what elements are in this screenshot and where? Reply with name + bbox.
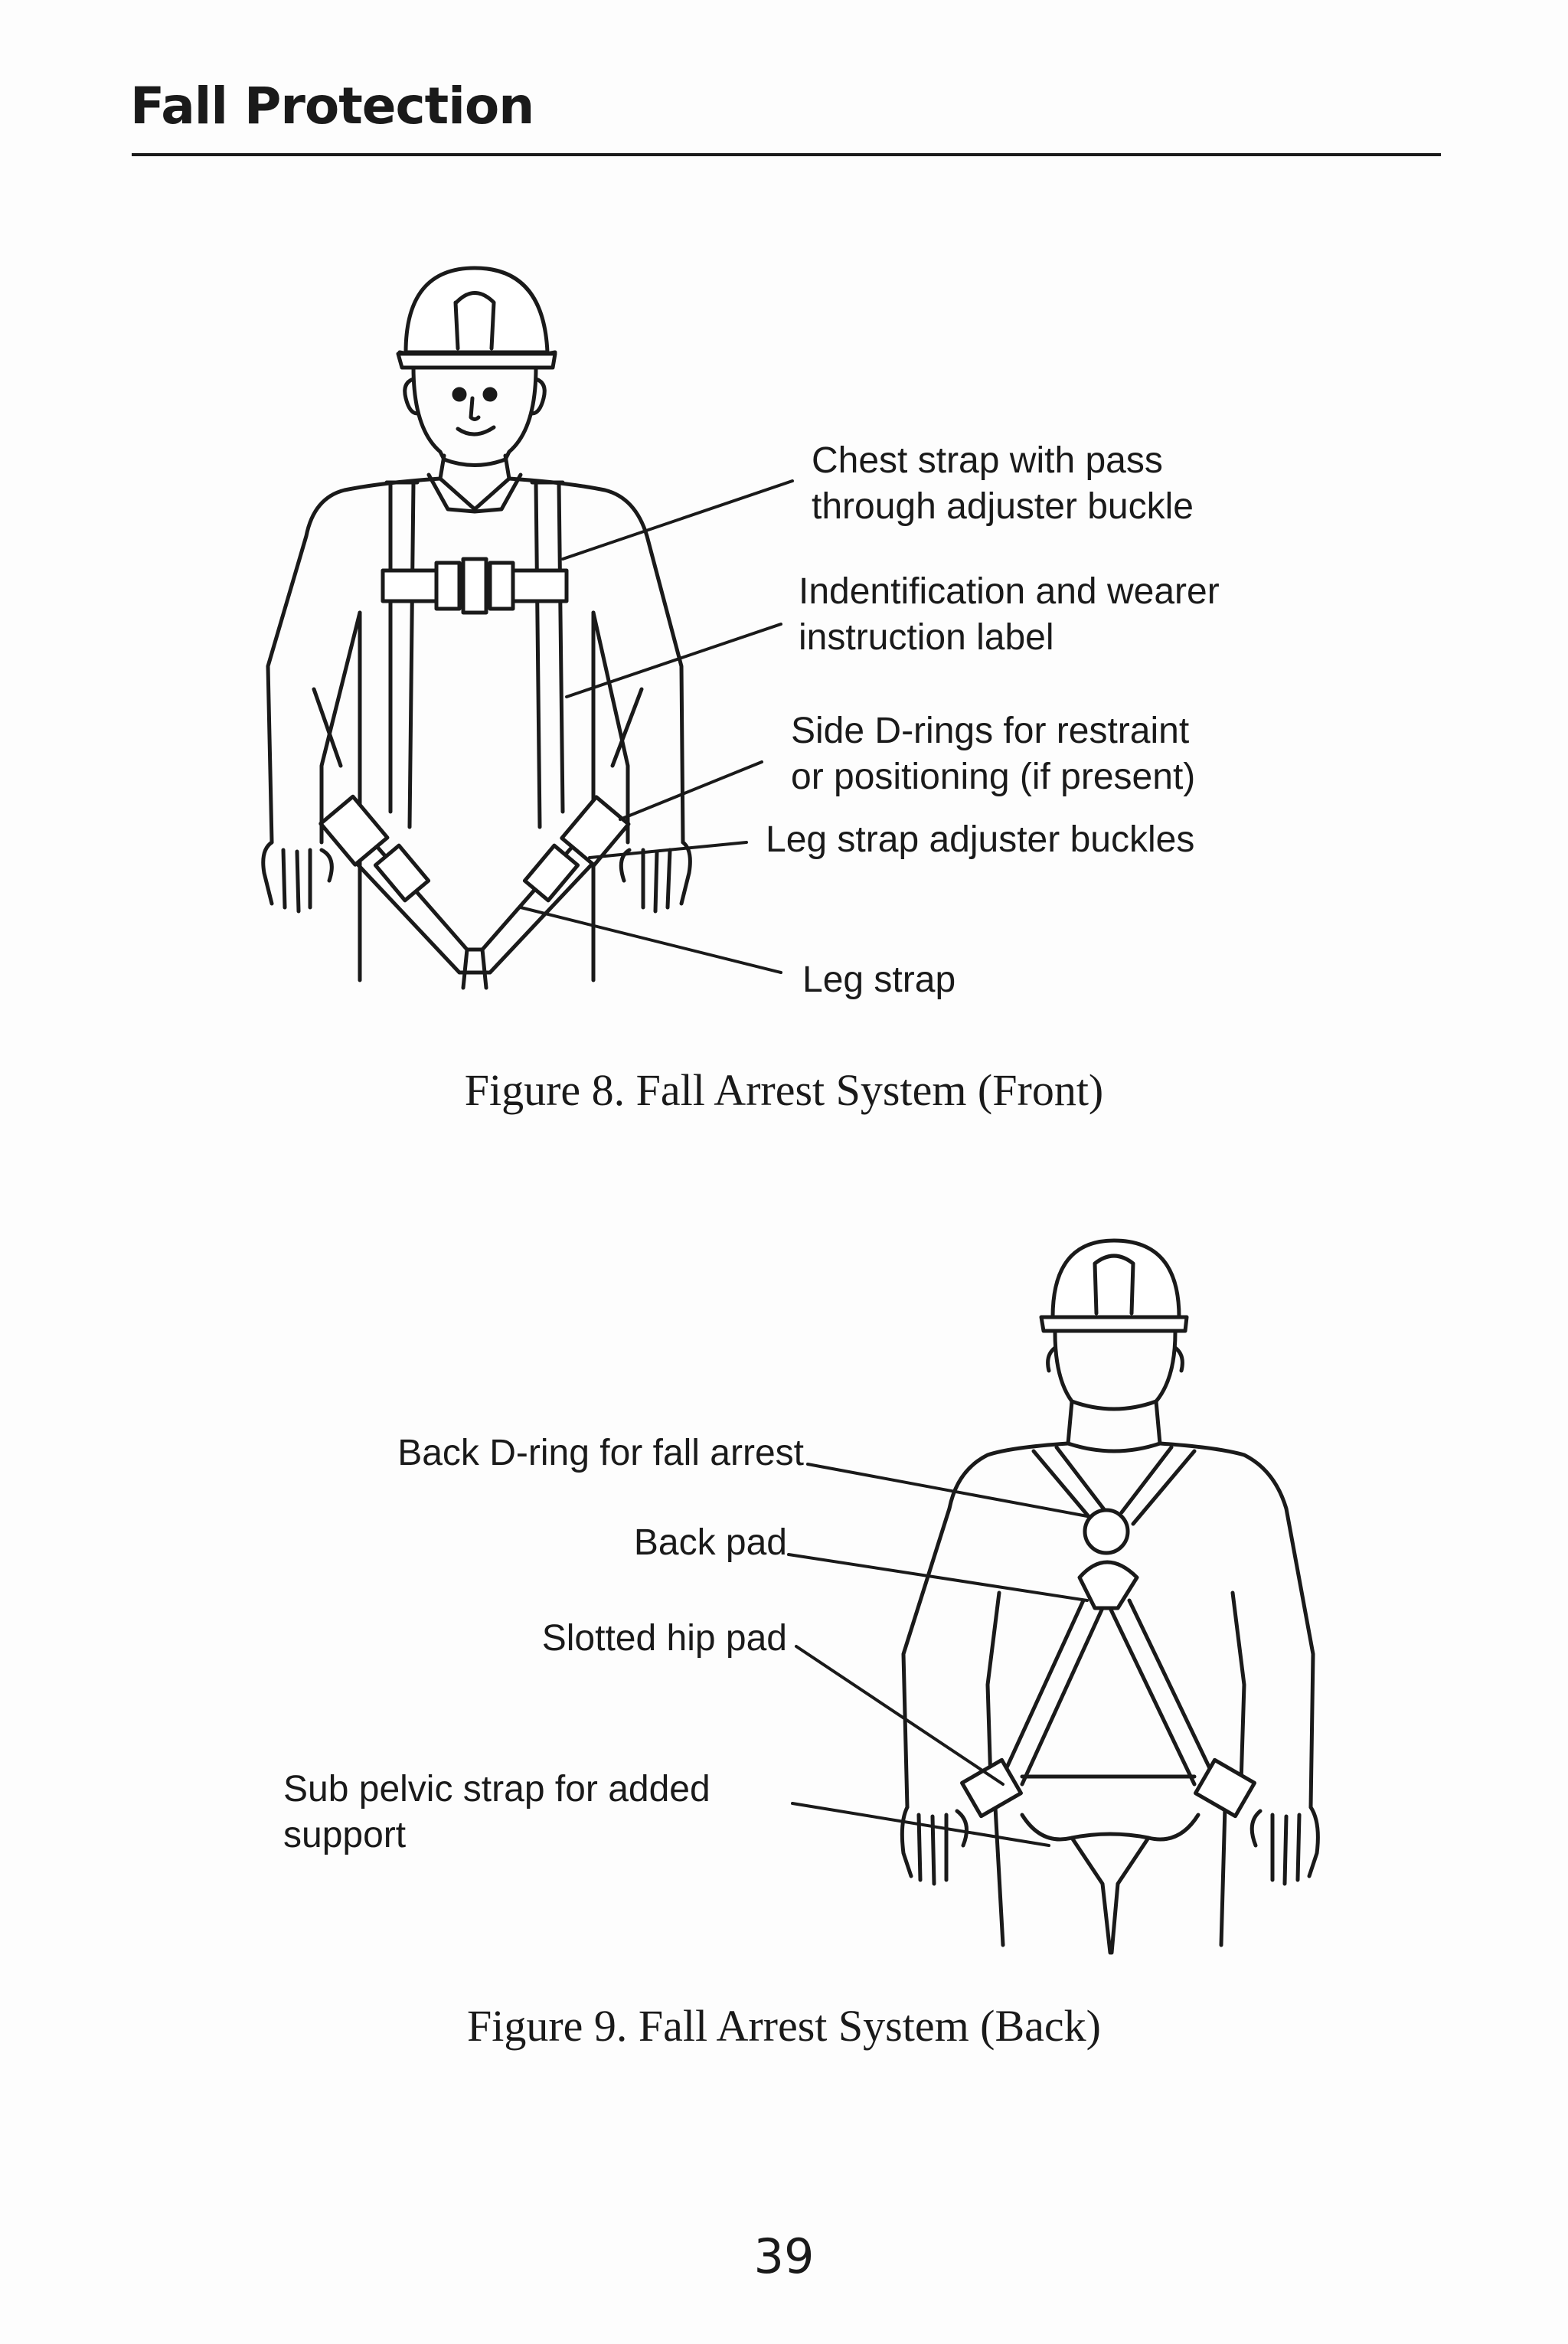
callout-back-d-ring: Back D-ring for fall arrest [397,1433,804,1473]
harness-front [321,482,629,988]
figure-9-caption: Figure 9. Fall Arrest System (Back) [466,2001,1101,2051]
figure-8-caption: Figure 8. Fall Arrest System (Front) [464,1065,1104,1115]
callout-side-d-rings-line1: Side D-rings for restraint [791,711,1190,751]
leader-lines-front [521,481,792,973]
callout-chest-strap-line1: Chest strap with pass [812,440,1163,481]
callout-chest-strap: Chest strap with pass through adjuster b… [812,438,1194,530]
callout-side-d-rings-line2: or positioning (if present) [791,757,1196,797]
callout-leg-strap: Leg strap [802,960,956,1000]
hard-hat-back [1041,1241,1187,1331]
callout-hip-pad: Slotted hip pad [541,1618,787,1659]
hard-hat-front [398,268,555,368]
callout-back-pad: Back pad [633,1522,787,1563]
worker-body-back [903,1443,1313,1945]
callout-id-label-line1: Indentification and wearer [799,571,1220,612]
callout-leg-buckles: Leg strap adjuster buckles [766,819,1195,860]
page-number: 39 [753,2228,815,2284]
callout-sub-pelvic-line2: support [283,1815,407,1855]
callout-chest-strap-line2: through adjuster buckle [812,486,1194,527]
worker-hands-back [902,1807,1318,1884]
callout-id-label-line2: instruction label [799,617,1054,658]
callout-id-label: Indentification and wearer instruction l… [799,569,1220,661]
section-title: Fall Protection [130,77,534,136]
leader-lines-back [789,1464,1087,1845]
callout-side-d-rings: Side D-rings for restraint or positionin… [791,708,1195,800]
harness-back [962,1447,1255,1953]
worker-head-back [1048,1332,1183,1443]
callout-sub-pelvic-line1: Sub pelvic strap for added [283,1769,710,1809]
callout-sub-pelvic: Sub pelvic strap for added support [283,1767,710,1859]
worker-head-front [405,368,545,479]
header-divider [132,153,1441,156]
worker-hands-front [263,842,691,911]
